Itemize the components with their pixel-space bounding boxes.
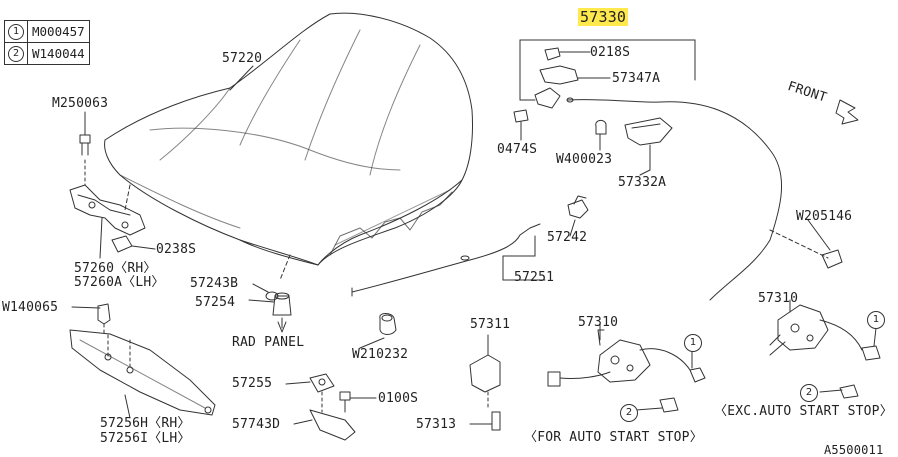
label-0218s: 0218S [590, 45, 631, 60]
bracket-57255 [285, 373, 335, 393]
bolt-m250063 [79, 111, 91, 186]
grommet-w210232 [359, 313, 397, 349]
label-w400023: W400023 [556, 152, 613, 167]
legend-row: 1 M000457 [5, 21, 89, 43]
front-arrow [835, 99, 859, 125]
label-0474s: 0474S [497, 142, 538, 157]
marker-1-center: 1 [684, 334, 702, 352]
marker-circle: 2 [8, 45, 24, 62]
label-57347a: 57347A [612, 71, 661, 86]
label-57310-right: 57310 [758, 291, 799, 306]
label-w140065: W140065 [2, 300, 59, 315]
label-57254: 57254 [195, 295, 236, 310]
label-57311: 57311 [470, 317, 511, 332]
marker-1-right: 1 [867, 311, 885, 329]
label-57243b: 57243B [190, 276, 239, 291]
assembly-bracket-57330 [519, 39, 696, 109]
hinge-57260 [69, 184, 156, 259]
clip-57242 [567, 195, 589, 237]
label-57330: 57330 [578, 8, 629, 26]
lock-57310-center [547, 324, 706, 413]
label-bolt-top: M250063 [52, 96, 109, 111]
marker-2-right: 2 [800, 384, 818, 402]
marker-circle: 1 [8, 23, 24, 40]
bolt-0474s [513, 109, 529, 141]
label-hood: 57220 [222, 51, 263, 66]
label-57251: 57251 [514, 270, 555, 285]
label-w205146: W205146 [796, 209, 853, 224]
clip-w205146 [769, 219, 843, 269]
marker-2-center: 2 [620, 404, 638, 422]
legend-code: W140044 [32, 46, 85, 61]
seal-57256 [69, 329, 216, 419]
figure-id: A5500011 [824, 443, 884, 457]
label-57332a: 57332A [618, 175, 667, 190]
label-rad-panel: RAD PANEL [232, 335, 305, 350]
label-seal-lh: 57256I〈LH〉 [100, 431, 191, 446]
note-exc-auto-start-stop: 〈EXC.AUTO START STOP〉 [714, 404, 893, 419]
legend-code: M000457 [32, 24, 85, 39]
note-auto-start-stop: 〈FOR AUTO START STOP〉 [524, 430, 703, 445]
hood-drawing [104, 12, 473, 266]
label-w210232: W210232 [352, 347, 409, 362]
label-57310-center: 57310 [578, 315, 619, 330]
label-hinge: 57260〈RH〉 [74, 261, 157, 276]
lock-57310-right [769, 299, 881, 399]
legend-row: 2 W140044 [5, 43, 89, 64]
label-57242: 57242 [547, 230, 588, 245]
cable-57251 [351, 223, 546, 297]
label-57743d: 57743D [232, 417, 281, 432]
clip-w400023 [595, 119, 607, 151]
part-57311 [469, 334, 501, 431]
label-nut-0238: 0238S [156, 242, 197, 257]
label-hinge-lh: 57260A〈LH〉 [74, 275, 165, 290]
bracket-57743 [293, 391, 356, 441]
part-57254 [248, 292, 292, 333]
legend-table: 1 M000457 2 W140044 [4, 20, 90, 65]
label-0100s: 0100S [378, 391, 419, 406]
handle-57332a [624, 117, 673, 176]
label-seal: 57256H〈RH〉 [100, 416, 191, 431]
label-57255: 57255 [232, 376, 273, 391]
label-57313: 57313 [416, 417, 457, 432]
bolt-0100s [339, 391, 377, 413]
